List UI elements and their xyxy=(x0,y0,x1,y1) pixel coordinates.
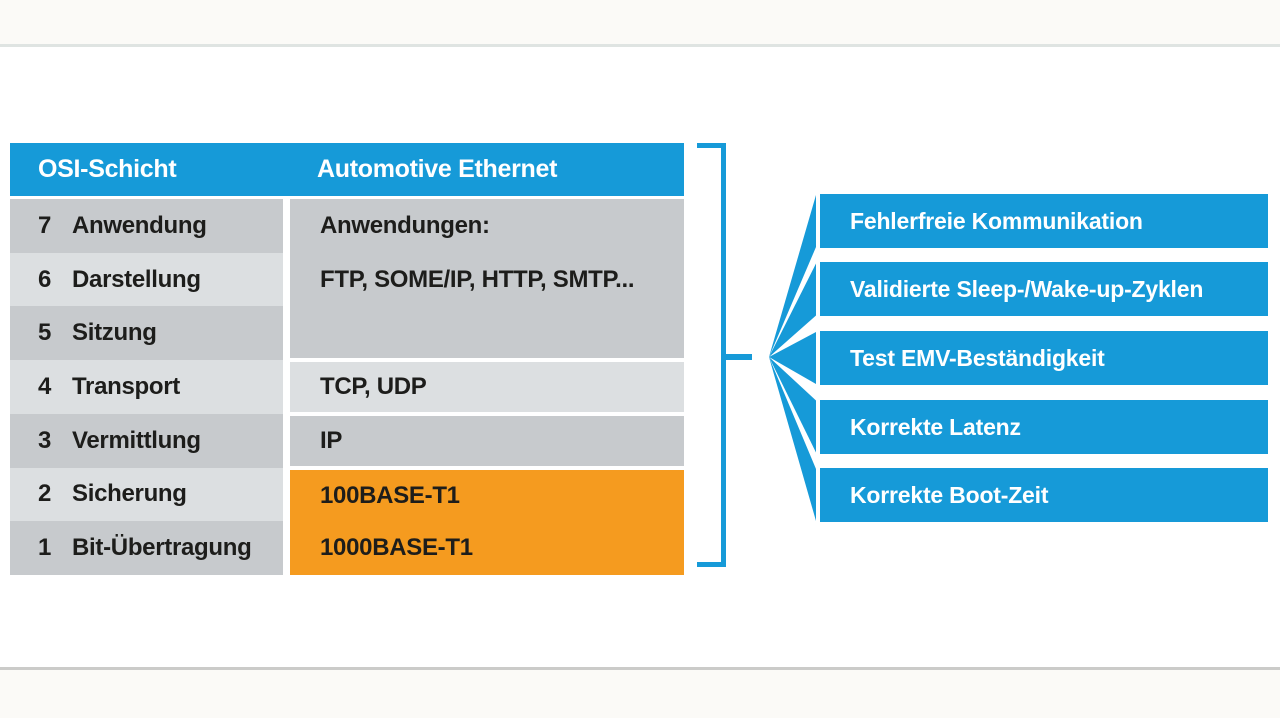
layer-number: 7 xyxy=(38,211,52,239)
bracket-top-arm xyxy=(697,143,726,148)
cell-applications: Anwendungen: FTP, SOME/IP, HTTP, SMTP... xyxy=(290,199,684,358)
benefit-label: Korrekte Latenz xyxy=(850,413,1021,440)
osi-row-5: 5 Sitzung xyxy=(10,306,283,361)
phy-100base-t1: 100BASE-T1 xyxy=(320,481,460,509)
phy-1000base-t1: 1000BASE-T1 xyxy=(320,534,473,561)
cell-network-protocol: IP xyxy=(290,416,684,466)
header-col-osi-schicht: OSI-Schicht xyxy=(38,155,177,183)
automotive-ethernet-column: Anwendungen: FTP, SOME/IP, HTTP, SMTP...… xyxy=(290,199,684,575)
layer-number: 4 xyxy=(38,373,52,401)
layer-number: 2 xyxy=(38,480,52,508)
layer-name: Vermittlung xyxy=(72,426,201,454)
osi-table-header: OSI-Schicht Automotive Ethernet xyxy=(10,143,684,196)
layer-number: 5 xyxy=(38,319,52,347)
bottom-divider-line xyxy=(0,667,1280,670)
fan-connector-2 xyxy=(769,263,816,357)
benefit-box-korrekte-latenz: Korrekte Latenz xyxy=(820,400,1268,454)
fan-connector-3 xyxy=(769,332,816,384)
layer-name: Anwendung xyxy=(72,211,207,239)
header-col-automotive-ethernet: Automotive Ethernet xyxy=(317,155,558,183)
benefit-label: Test EMV-Beständigkeit xyxy=(850,344,1105,371)
applications-label: Anwendungen: xyxy=(320,212,490,239)
layer-number: 6 xyxy=(38,265,52,293)
bracket-vertical-line xyxy=(721,143,726,567)
osi-row-3: 3 Vermittlung xyxy=(10,413,283,468)
benefit-label: Fehlerfreie Kommunikation xyxy=(850,207,1143,234)
osi-row-1: 1 Bit-Übertragung xyxy=(10,521,283,576)
cell-transport-protocols: TCP, UDP xyxy=(290,362,684,412)
benefit-label: Validierte Sleep-/Wake-up-Zyklen xyxy=(850,275,1204,302)
bottom-page-band xyxy=(0,670,1280,718)
osi-row-4: 4 Transport xyxy=(10,360,283,414)
layer-number: 1 xyxy=(38,534,52,562)
osi-row-7: 7 Anwendung xyxy=(10,199,283,253)
layer-number: 3 xyxy=(38,426,52,454)
bracket-bottom-arm xyxy=(697,562,726,567)
benefit-box-sleep-wake-up-zyklen: Validierte Sleep-/Wake-up-Zyklen xyxy=(820,262,1268,316)
benefit-box-emv-bestaendigkeit: Test EMV-Beständigkeit xyxy=(820,331,1268,385)
osi-row-6: 6 Darstellung xyxy=(10,252,283,307)
network-protocol: IP xyxy=(320,427,343,454)
osi-layer-column: 7 Anwendung 6 Darstellung 5 Sitzung 4 Tr… xyxy=(10,199,283,576)
osi-row-2: 2 Sicherung xyxy=(10,467,283,522)
fan-connector-5 xyxy=(769,357,816,521)
benefit-box-fehlerfreie-kommunikation: Fehlerfreie Kommunikation xyxy=(820,194,1268,248)
top-divider-line xyxy=(0,44,1280,47)
transport-protocols: TCP, UDP xyxy=(320,373,427,400)
benefit-label: Korrekte Boot-Zeit xyxy=(850,481,1049,508)
layer-name: Bit-Übertragung xyxy=(72,534,252,562)
layer-name: Sicherung xyxy=(72,480,187,508)
top-page-band xyxy=(0,0,1280,44)
bracket-middle-tick xyxy=(726,354,752,360)
applications-protocols: FTP, SOME/IP, HTTP, SMTP... xyxy=(320,266,635,293)
fan-connector-1 xyxy=(769,195,816,357)
layer-name: Sitzung xyxy=(72,319,157,347)
layer-name: Transport xyxy=(72,373,180,401)
cell-physical-layers: 100BASE-T1 1000BASE-T1 xyxy=(290,470,684,575)
layer-name: Darstellung xyxy=(72,265,201,293)
benefit-box-korrekte-boot-zeit: Korrekte Boot-Zeit xyxy=(820,468,1268,522)
bracket-and-fan xyxy=(697,143,816,567)
fan-connector-4 xyxy=(769,357,816,453)
